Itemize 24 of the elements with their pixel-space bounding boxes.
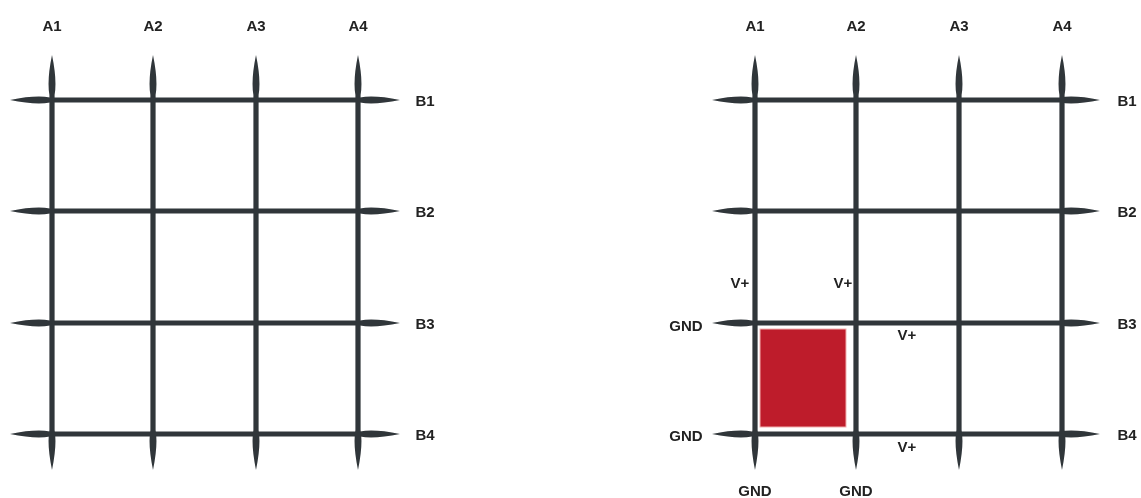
column-label: A1	[745, 17, 765, 33]
row-label: B1	[1117, 92, 1137, 108]
voltage-label: V+	[833, 274, 853, 290]
column-label: A1	[42, 17, 62, 33]
column-label: A3	[949, 17, 969, 33]
column-label: A2	[143, 17, 163, 33]
ground-label: GND	[669, 317, 703, 333]
row-label: B4	[1117, 426, 1137, 442]
column-label: A4	[1052, 17, 1072, 33]
ground-label: GND	[669, 427, 703, 443]
row-label: B4	[415, 426, 435, 442]
ground-label: GND	[738, 482, 772, 498]
voltage-label: V+	[897, 438, 917, 454]
row-label: B3	[415, 315, 435, 331]
row-label: B2	[1117, 203, 1137, 219]
ground-label: GND	[839, 482, 873, 498]
row-label: B1	[415, 92, 435, 108]
column-label: A2	[846, 17, 866, 33]
voltage-label: V+	[897, 326, 917, 342]
column-label: A4	[348, 17, 368, 33]
row-label: B2	[415, 203, 435, 219]
row-label: B3	[1117, 315, 1137, 331]
column-label: A3	[246, 17, 266, 33]
voltage-label: V+	[730, 274, 750, 290]
